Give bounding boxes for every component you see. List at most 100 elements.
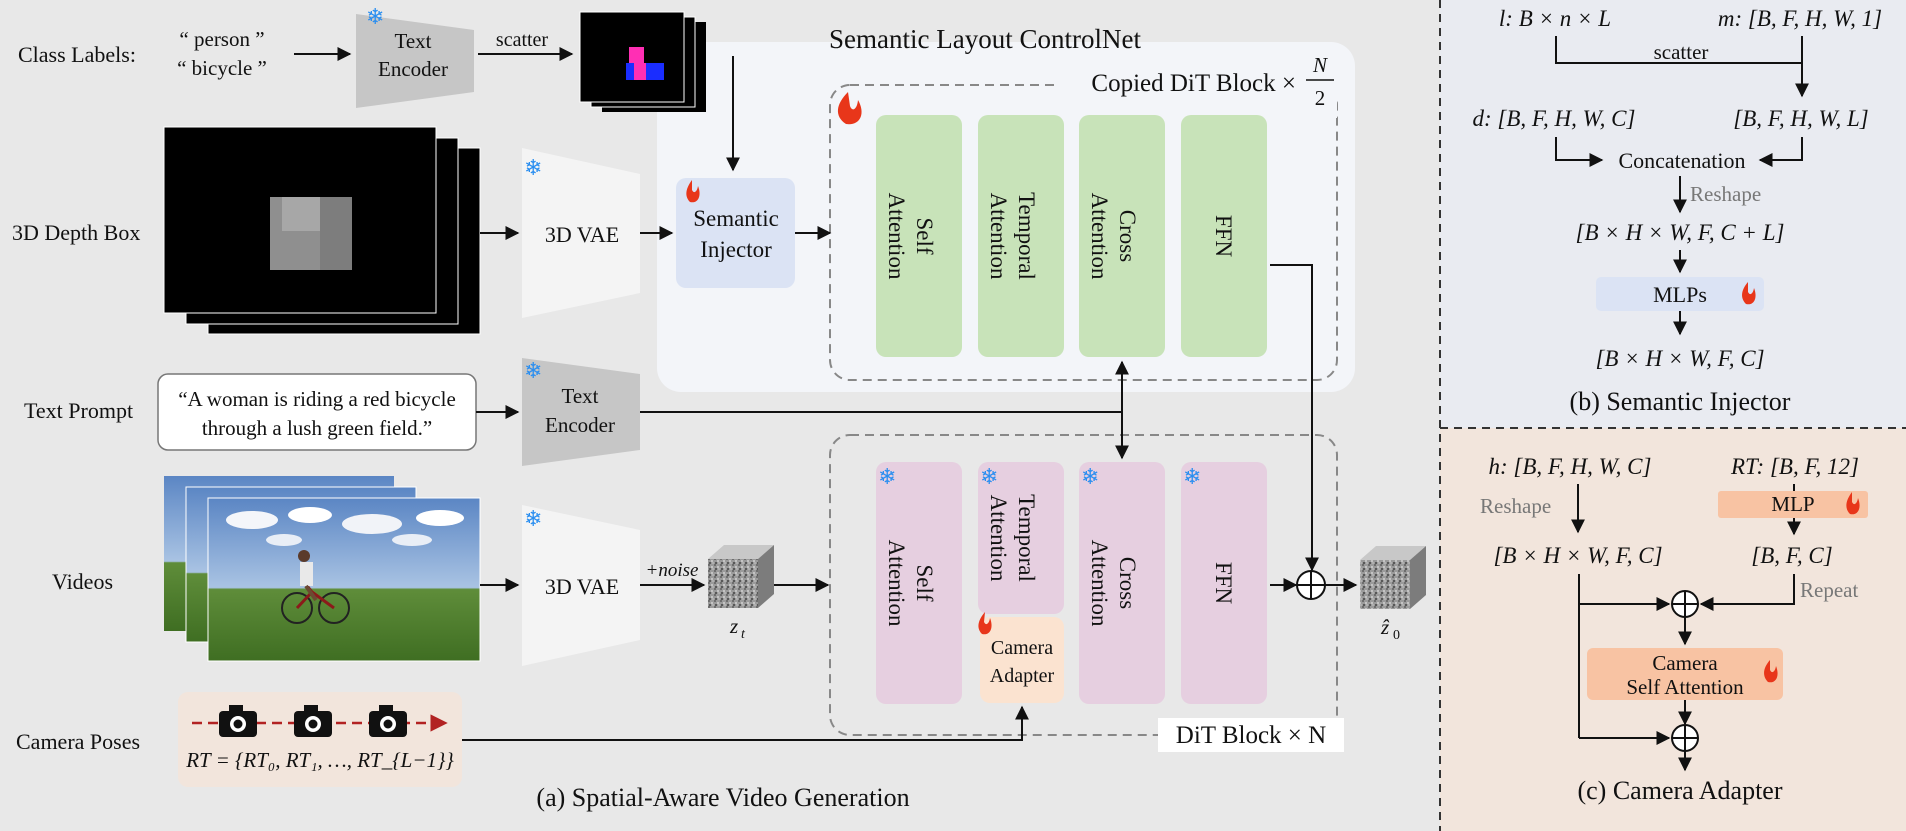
dit-block-self-attention: SelfAttention ❄ — [876, 462, 962, 704]
caption-b: (b) Semantic Injector — [1570, 387, 1791, 416]
panel-c-rt-to-sum — [1699, 574, 1795, 611]
camera-icon — [369, 705, 407, 737]
dit-blocks: SelfAttention❄TemporalAttention❄CrossAtt… — [876, 462, 1267, 704]
camera-poses-title: Camera Poses — [16, 729, 140, 754]
semantic-mask-stack — [579, 11, 706, 112]
panel-b-bhw-fc: [B × H × W, F, C] — [1595, 346, 1764, 371]
controlnet-block-ffn-bg — [1181, 115, 1267, 357]
panel-c-cam-attn-line1: Camera — [1652, 651, 1718, 675]
dit-block-frame — [829, 434, 1338, 736]
controlnet-block-cross-attention: CrossAttention — [1079, 115, 1165, 357]
controlnet-block-self-attention-line2: Attention — [884, 193, 909, 280]
panel-c-rt-shape: RT: [B, F, 12] — [1730, 454, 1859, 479]
panel-c-sum-node-2 — [1671, 724, 1699, 752]
dit-block-self-attention-label: SelfAttention — [884, 540, 937, 627]
vae-top-label: 3D VAE — [545, 222, 619, 247]
flame-icon — [978, 612, 992, 635]
controlnet-block-temporal-attention-bg — [978, 115, 1064, 357]
dit-label: DiT Block × N — [1176, 722, 1326, 749]
text-encoder-bottom-line2: Encoder — [545, 413, 615, 437]
dit-block-cross-attention-bg — [1079, 462, 1165, 704]
depth-box-stack — [163, 126, 481, 335]
latent-zt-subscript: t — [741, 627, 746, 642]
latent-z0-cube — [1360, 546, 1426, 609]
depth-box-title: 3D Depth Box — [12, 220, 140, 245]
sum-node-main — [1296, 570, 1326, 600]
panel-b-mlps: MLPs — [1653, 282, 1707, 307]
panel-b-d-shape: d: [B, F, H, W, C] — [1473, 106, 1636, 131]
panel-c-bfc: [B, F, C] — [1751, 543, 1832, 568]
panel-b-bfhwl-shape: [B, F, H, W, L] — [1733, 106, 1868, 131]
snowflake-icon: ❄ — [1183, 464, 1201, 489]
panel-c-cam-attn-box — [1587, 648, 1783, 700]
semantic-injector-line1: Semantic — [693, 206, 779, 231]
panel-b-reshape: Reshape — [1690, 182, 1761, 206]
text-encoder-bottom-line1: Text — [561, 384, 598, 408]
dit-block-ffn-line1: FFN — [1211, 562, 1236, 605]
snowflake-icon: ❄ — [980, 464, 998, 489]
controlnet-block-temporal-attention: TemporalAttention — [978, 115, 1064, 357]
snowflake-icon: ❄ — [366, 4, 384, 29]
text-encoder-top-line2: Encoder — [378, 57, 448, 81]
controlnet-block-self-attention-label: SelfAttention — [884, 193, 937, 280]
frac-numerator: N — [1312, 53, 1328, 77]
text-encoder-top: Text Encoder ❄ — [356, 4, 474, 108]
video-frame-stack — [164, 476, 481, 662]
camera-icon — [219, 705, 257, 737]
camera-poses-box: RT = {RT₀, RT₁, …, RT_{L−1}} — [178, 692, 462, 787]
controlnet-block-cross-attention-line2: Attention — [1087, 193, 1112, 280]
dit-block-cross-attention-line2: Attention — [1087, 540, 1112, 627]
camera-adapter-line1: Camera — [991, 637, 1053, 659]
panel-b-l-line — [1555, 36, 1802, 64]
dit-block-temporal-attention-line1: Temporal — [1014, 494, 1039, 582]
dit-block-cross-attention-line1: Cross — [1115, 557, 1140, 609]
panel-b-scatter-label: scatter — [1654, 40, 1709, 64]
panel-b-background — [1440, 0, 1906, 428]
text-prompt-line1: “A woman is riding a red bicycle — [178, 387, 456, 411]
panel-c-reshape: Reshape — [1480, 494, 1551, 518]
controlnet-title: Semantic Layout ControlNet — [829, 24, 1141, 54]
text-encoder-bottom: Text Encoder ❄ — [522, 358, 640, 466]
scatter-label: scatter — [496, 29, 549, 51]
snowflake-icon: ❄ — [1081, 464, 1099, 489]
latent-zt-label: z — [729, 614, 738, 638]
panel-c-bhw-fc: [B × H × W, F, C] — [1493, 543, 1662, 568]
vae-bottom-label: 3D VAE — [545, 574, 619, 599]
panel-c-mlp: MLP — [1771, 492, 1814, 516]
noise-label: +noise — [646, 560, 699, 581]
caption-a: (a) Spatial-Aware Video Generation — [536, 783, 909, 812]
arrow-controlnet-to-sum — [1270, 264, 1319, 572]
class-label-person: “ person ” — [179, 27, 264, 51]
controlnet-block-cross-attention-label: CrossAttention — [1087, 193, 1140, 280]
class-labels-title: Class Labels: — [18, 42, 136, 67]
flame-icon — [686, 180, 700, 203]
dit-block-ffn: FFN ❄ — [1181, 462, 1267, 704]
snowflake-icon: ❄ — [524, 506, 542, 531]
snowflake-icon: ❄ — [524, 155, 542, 180]
vae-top: 3D VAE ❄ — [522, 148, 640, 318]
latent-z0-label: ẑ — [1380, 615, 1390, 639]
controlnet-block-cross-attention-bg — [1079, 115, 1165, 357]
camera-adapter-box: Camera Adapter — [978, 612, 1064, 703]
videos-title: Videos — [52, 569, 113, 594]
controlnet-block-self-attention-bg — [876, 115, 962, 357]
panel-c: h: [B, F, H, W, C] RT: [B, F, 12] Reshap… — [1480, 454, 1868, 805]
dit-block-temporal-attention-bg — [978, 462, 1064, 614]
controlnet-block-temporal-attention-label: TemporalAttention — [986, 192, 1039, 280]
caption-c: (c) Camera Adapter — [1577, 776, 1782, 805]
copied-dit-label-bg — [1057, 62, 1337, 118]
controlnet-block-temporal-attention-line1: Temporal — [1014, 192, 1039, 280]
text-prompt-box: “A woman is riding a red bicycle through… — [157, 373, 477, 451]
panel-b-mlps-box — [1596, 277, 1764, 311]
panel-b-m-shape: m: [B, F, H, W, 1] — [1718, 6, 1882, 31]
panel-c-repeat: Repeat — [1800, 578, 1858, 602]
snowflake-icon: ❄ — [878, 464, 896, 489]
flame-icon — [1846, 492, 1860, 515]
dit-block-self-attention-line2: Attention — [884, 540, 909, 627]
dit-block-ffn-label: FFN — [1211, 562, 1236, 605]
controlnet-block-temporal-attention-line2: Attention — [986, 193, 1011, 280]
semantic-injector-line2: Injector — [700, 237, 772, 262]
snowflake-icon: ❄ — [524, 358, 542, 383]
dit-block-self-attention-bg — [876, 462, 962, 704]
